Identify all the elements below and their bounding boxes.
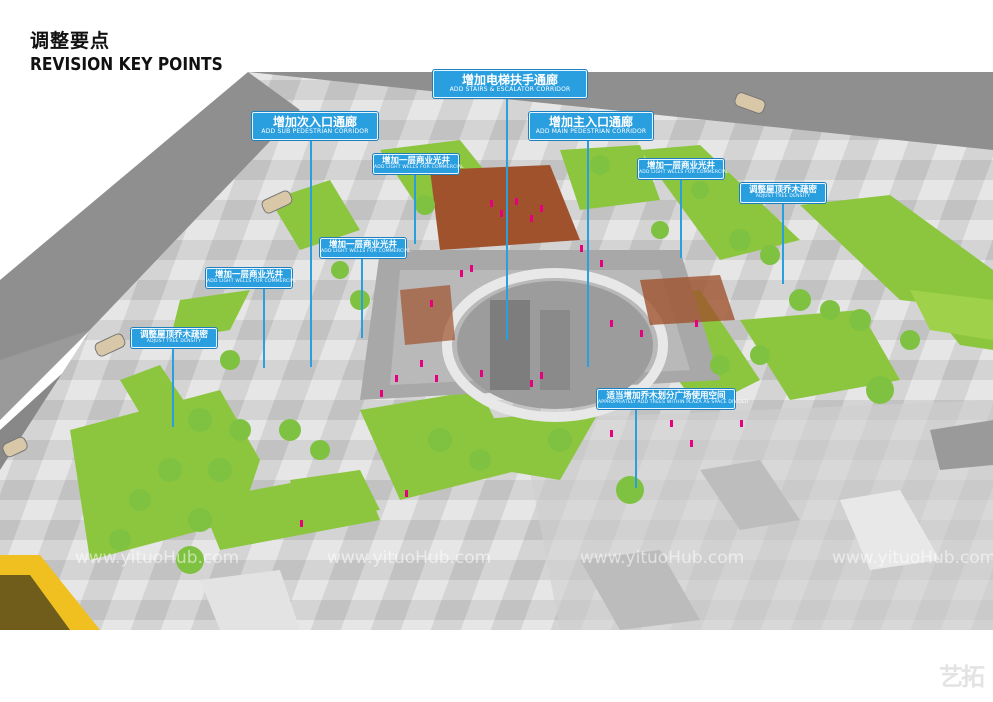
leader-lw2: [361, 256, 363, 338]
callout-stairs-escalator: 增加电梯扶手通廊 ADD STAIRS & ESCALATOR CORRIDOR: [433, 70, 587, 98]
callout-cn: 调整屋顶乔木疏密: [139, 330, 208, 340]
leader-main: [587, 139, 589, 367]
callout-cn: 增加主入口通廊: [548, 115, 633, 129]
brand-logo: 艺拓: [939, 663, 985, 691]
callout-tree-density-right: 调整屋顶乔木疏密 ADJUST TREE DENSITY: [740, 183, 826, 204]
leader-plaza: [635, 406, 637, 488]
callout-lightwell-1: 增加一层商业光井 ADD LIGHT WELLS FOR COMMERCIAL: [373, 154, 464, 175]
trees: [109, 155, 920, 574]
callout-main-pedestrian: 增加主入口通廊 ADD MAIN PEDESTRIAN CORRIDOR: [529, 112, 653, 140]
callout-cn: 增加一层商业光井: [328, 240, 397, 250]
callout-en: ADD LIGHT WELLS FOR COMMERCIAL: [374, 165, 464, 171]
callout-tree-density-left: 调整屋顶乔木疏密 ADJUST TREE DENSITY: [131, 328, 217, 349]
escalator-structure: [930, 420, 993, 470]
callout-lightwell-2: 增加一层商业光井 ADD LIGHT WELLS FOR COMMERCIAL: [320, 238, 411, 259]
callout-cn: 增加一层商业光井: [646, 161, 715, 171]
callout-en: ADD LIGHT WELLS FOR COMMERCIAL: [639, 170, 729, 176]
page-title-cn: 调整要点: [30, 30, 111, 52]
sunken-plaza: [360, 165, 735, 422]
leader-lw3: [263, 286, 265, 368]
callout-cn: 增加电梯扶手通廊: [461, 73, 558, 87]
callout-lightwell-4: 增加一层商业光井 ADD LIGHT WELLS FOR COMMERCIAL: [638, 159, 729, 180]
callout-lightwell-3: 增加一层商业光井 ADD LIGHT WELLS FOR COMMERCIAL: [206, 268, 297, 289]
callout-en: ADD LIGHT WELLS FOR COMMERCIAL: [321, 249, 411, 255]
callout-cn: 增加一层商业光井: [214, 270, 283, 280]
leader-lw4: [680, 178, 682, 258]
callout-sub-pedestrian: 增加次入口通廊 ADD SUB PEDESTRIAN CORRIDOR: [252, 112, 378, 140]
building-corner: [0, 555, 100, 630]
watermark: www.yituoHub.com: [75, 548, 240, 568]
pedestrians: [300, 198, 743, 527]
page-title-en: REVISION KEY POINTS: [30, 54, 223, 75]
callout-en: ADD MAIN PEDESTRIAN CORRIDOR: [535, 128, 647, 136]
callout-en: ADJUST TREE DENSITY: [146, 339, 202, 345]
watermark: www.yituoHub.com: [327, 548, 492, 568]
callout-cn: 适当增加乔木划分广场使用空间: [606, 391, 726, 401]
leader-stairs: [506, 98, 508, 340]
leader-sub: [310, 139, 312, 367]
callout-en: ADD SUB PEDESTRIAN CORRIDOR: [261, 128, 369, 136]
watermark: www.yituoHub.com: [832, 548, 993, 568]
callout-en: APPROPRIATELY ADD TREES WITHIN PLAZA AS …: [598, 400, 749, 406]
callout-plaza-trees: 适当增加乔木划分广场使用空间 APPROPRIATELY ADD TREES W…: [597, 389, 749, 410]
watermark: www.yituoHub.com: [580, 548, 745, 568]
cars: [2, 92, 766, 458]
leader-lw1: [414, 174, 416, 244]
callout-cn: 增加次入口通廊: [272, 115, 357, 129]
callout-en: ADD STAIRS & ESCALATOR CORRIDOR: [449, 86, 571, 94]
leader-tree-left: [172, 347, 174, 427]
callout-en: ADD LIGHT WELLS FOR COMMERCIAL: [207, 279, 297, 285]
callout-cn: 调整屋顶乔木疏密: [748, 185, 817, 195]
leader-tree-right: [782, 202, 784, 284]
callout-en: ADJUST TREE DENSITY: [755, 194, 811, 200]
callout-cn: 增加一层商业光井: [381, 156, 450, 166]
